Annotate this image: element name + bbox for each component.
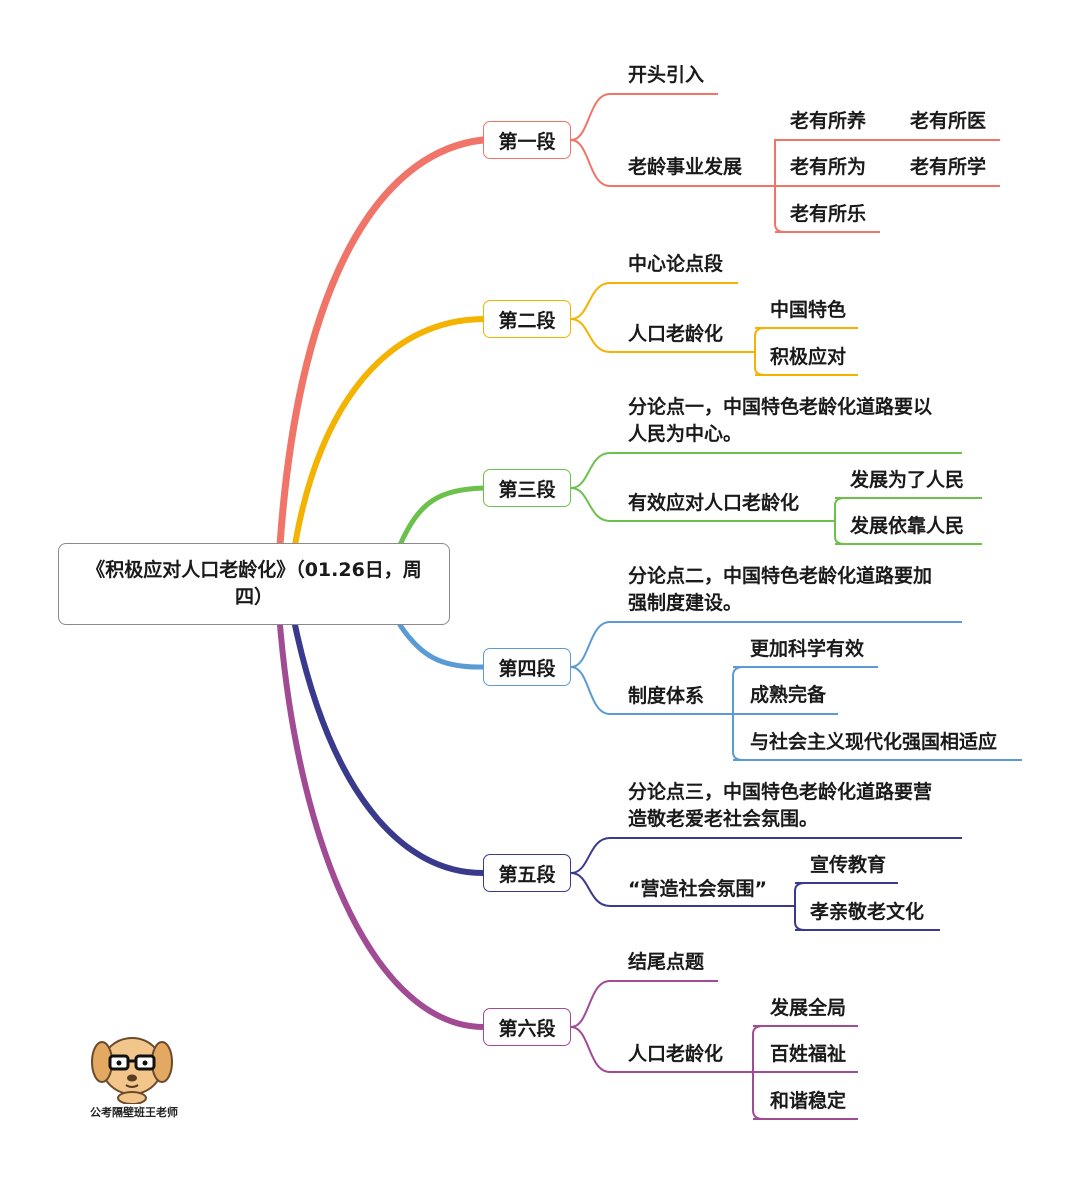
- leaf-4-3[interactable]: 与社会主义现代化强国相适应: [750, 730, 997, 753]
- leaf-1-3[interactable]: 老有所为: [790, 155, 866, 178]
- leaf-5-1[interactable]: 宣传教育: [810, 853, 886, 876]
- connector-6-leaves-up: [752, 1025, 764, 1072]
- topic-5-line-1[interactable]: 分论点三，中国特色老龄化道路要营: [628, 780, 932, 803]
- connector-1-topic: [570, 93, 611, 141]
- connector-4-leaves-down: [732, 714, 744, 761]
- leaf-6-1[interactable]: 发展全局: [769, 996, 846, 1019]
- connector-6-sub: [570, 1026, 611, 1073]
- section-node-5[interactable]: 第五段: [483, 854, 571, 892]
- connector-4-topic: [570, 621, 611, 668]
- connector-1-sub: [570, 139, 611, 187]
- connector-1-leaves-up: [774, 139, 785, 186]
- connector-5-leaves-up: [794, 882, 806, 906]
- subtopic-1[interactable]: 老龄事业发展: [628, 155, 742, 178]
- topic-4-line-2[interactable]: 强制度建设。: [628, 591, 742, 614]
- subtopic-6[interactable]: 人口老龄化: [628, 1042, 723, 1065]
- connector-3-leaves-up: [834, 497, 846, 521]
- connector-2-topic: [570, 282, 611, 320]
- branch-line-1: [276, 136, 487, 549]
- subtopic-5[interactable]: “营造社会氛围”: [628, 877, 767, 900]
- leaf-4-1[interactable]: 更加科学有效: [750, 637, 864, 660]
- leaf-1-2[interactable]: 老有所医: [910, 109, 986, 132]
- subtopic-3[interactable]: 有效应对人口老龄化: [628, 491, 799, 514]
- leaf-3-1[interactable]: 发展为了人民: [849, 468, 964, 491]
- connector-4-leaves-up: [732, 666, 744, 714]
- topic-5-line-2[interactable]: 造敬老爱老社会氛围。: [628, 807, 818, 830]
- connector-5-topic: [570, 837, 611, 874]
- connector-6-leaves-down: [752, 1072, 764, 1120]
- leaf-6-2[interactable]: 百姓福祉: [770, 1042, 846, 1065]
- leaf-1-1[interactable]: 老有所养: [790, 109, 866, 132]
- topic-3-line-2[interactable]: 人民为中心。: [628, 422, 742, 445]
- connector-6-topic: [570, 980, 611, 1028]
- connector-3-leaves-down: [834, 521, 846, 545]
- leaf-1-5[interactable]: 老有所乐: [790, 202, 866, 225]
- connector-2-sub: [570, 318, 611, 353]
- branch-line-6: [277, 622, 486, 1030]
- section-node-2[interactable]: 第二段: [483, 300, 571, 338]
- leaf-3-2[interactable]: 发展依靠人民: [849, 514, 964, 537]
- connector-3-sub: [570, 487, 611, 522]
- subtopic-2[interactable]: 人口老龄化: [628, 322, 723, 345]
- leaf-4-2[interactable]: 成熟完备: [750, 683, 827, 706]
- leaf-5-2[interactable]: 孝亲敬老文化: [810, 900, 924, 923]
- branch-line-5: [292, 622, 486, 876]
- dog-teacher-avatar-icon: [91, 1037, 173, 1104]
- connector-5-leaves-down: [794, 906, 806, 931]
- topic-3-line-1[interactable]: 分论点一，中国特色老龄化道路要以: [628, 395, 932, 418]
- watermark-text: 公考隔壁班王老师: [90, 1106, 178, 1119]
- section-node-3[interactable]: 第三段: [483, 469, 571, 507]
- topic-6[interactable]: 结尾点题: [628, 950, 704, 973]
- section-node-1[interactable]: 第一段: [483, 121, 571, 159]
- subtopic-4[interactable]: 制度体系: [628, 684, 704, 707]
- branch-line-3: [397, 485, 486, 548]
- section-node-6[interactable]: 第六段: [483, 1008, 571, 1046]
- connector-3-topic: [570, 452, 611, 489]
- leaf-2-1[interactable]: 中国特色: [770, 298, 846, 321]
- section-node-4[interactable]: 第四段: [483, 648, 571, 686]
- topic-2[interactable]: 中心论点段: [628, 252, 724, 275]
- topic-4-line-1[interactable]: 分论点二，中国特色老龄化道路要加: [628, 564, 932, 587]
- branch-line-4: [397, 622, 486, 670]
- leaf-1-4[interactable]: 老有所学: [910, 155, 986, 178]
- leaf-2-2[interactable]: 积极应对: [770, 345, 846, 368]
- connector-4-sub: [570, 666, 611, 715]
- connector-5-sub: [570, 872, 611, 907]
- leaf-6-3[interactable]: 和谐稳定: [770, 1089, 846, 1112]
- branch-line-2: [292, 316, 486, 548]
- connector-1-leaves-down: [774, 186, 786, 233]
- connector-2-leaves-down: [754, 352, 766, 376]
- topic-1[interactable]: 开头引入: [628, 64, 704, 86]
- root-topic[interactable]: 《积极应对人口老龄化》（01.26日，周四）: [58, 543, 450, 625]
- connector-2-leaves-up: [754, 327, 766, 352]
